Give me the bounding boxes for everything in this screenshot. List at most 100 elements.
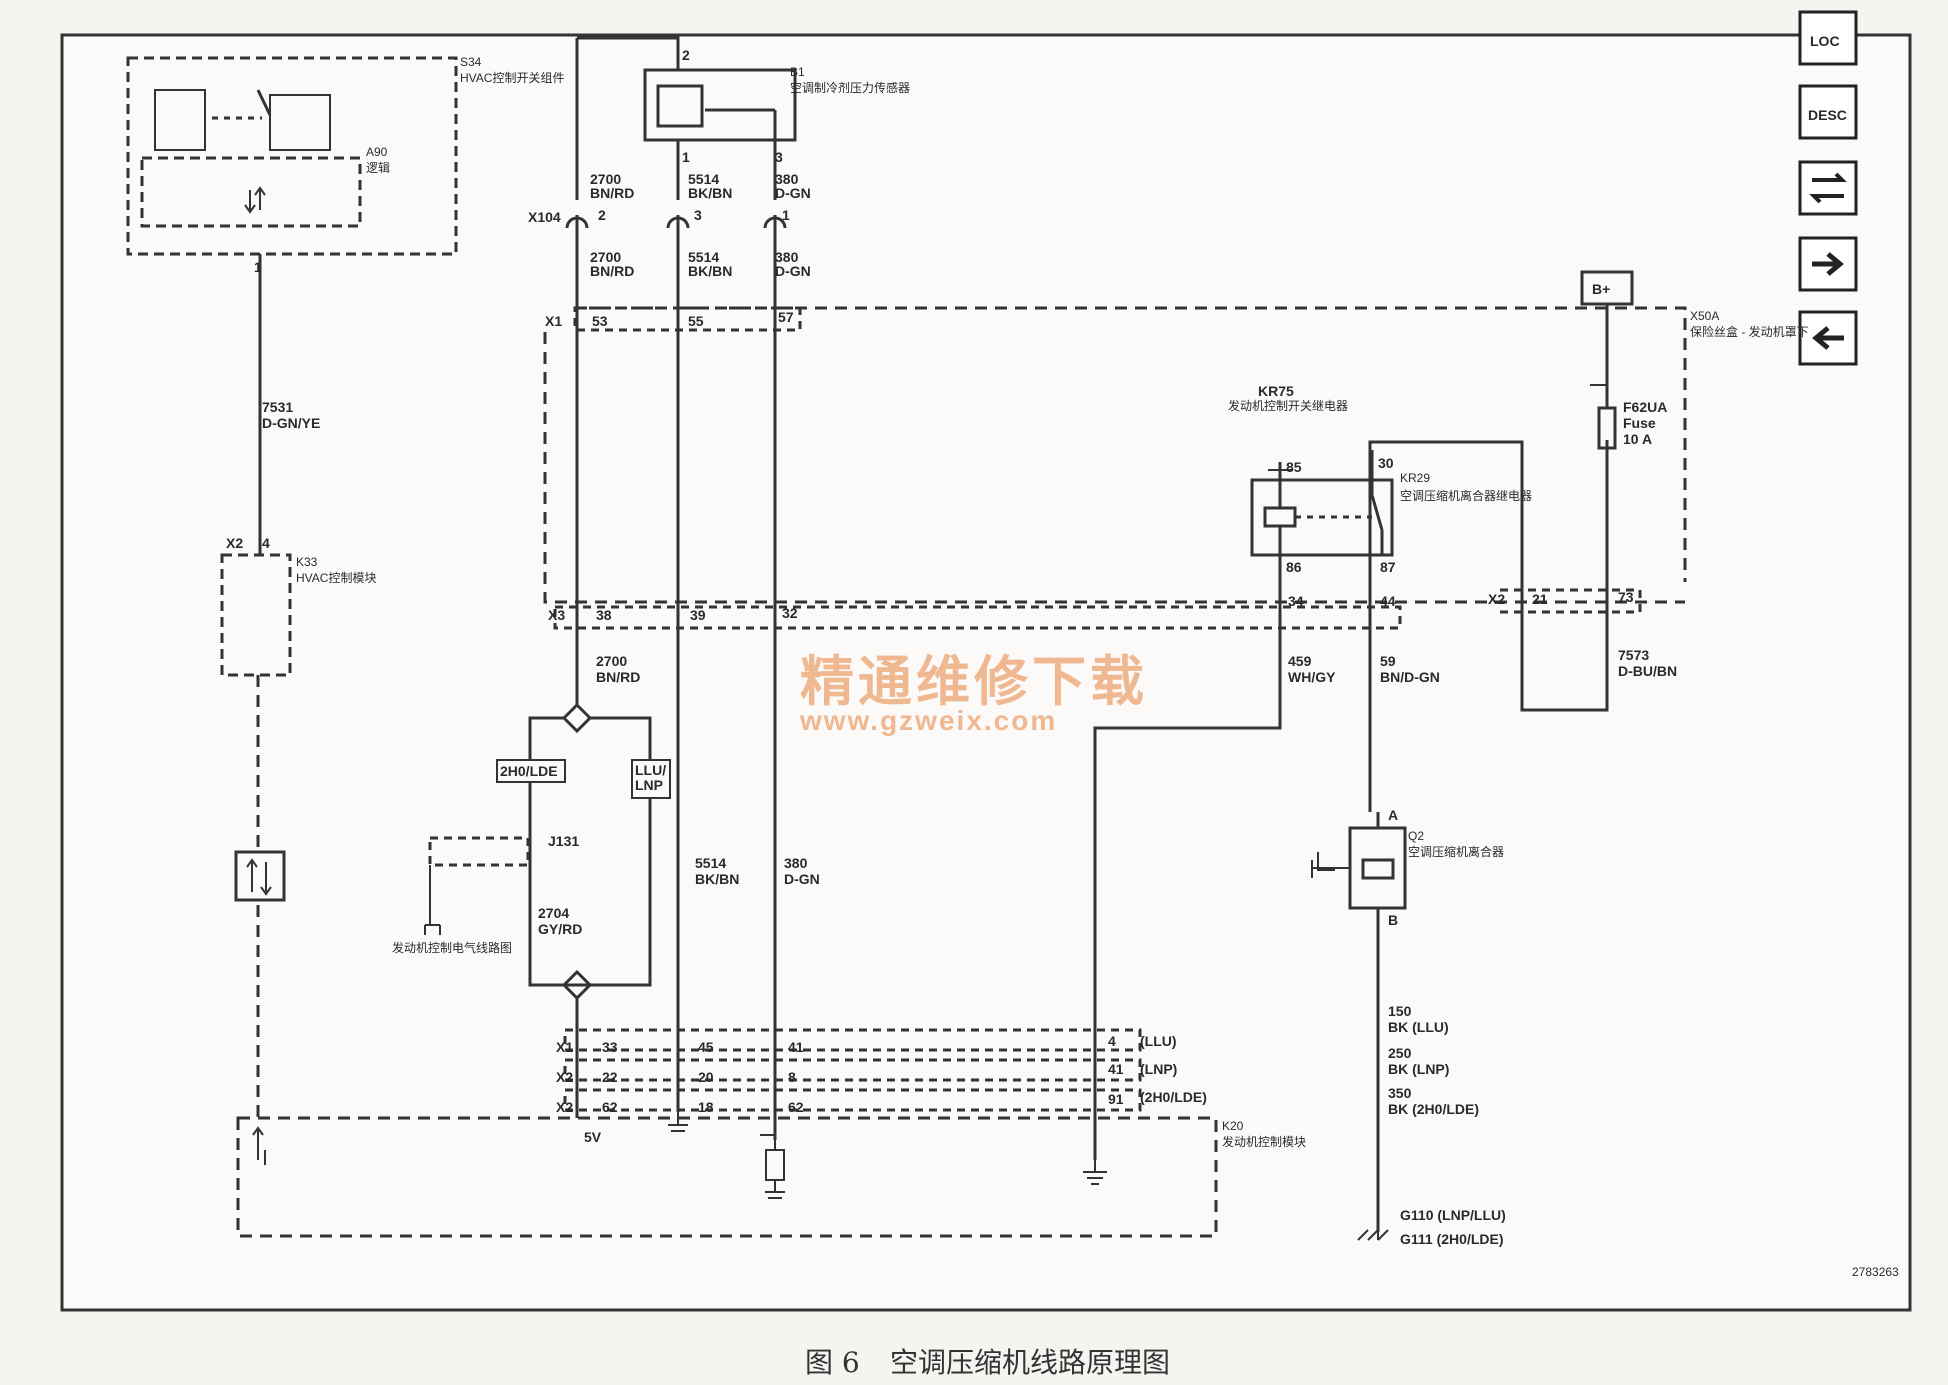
x3-pin-38: 38 bbox=[596, 607, 612, 623]
wire-2700-color-a: BN/RD bbox=[590, 185, 634, 201]
k33-id: K33 bbox=[296, 555, 318, 569]
k20-pin-4: 4 bbox=[1108, 1033, 1116, 1049]
x2-label-top: X2 bbox=[1488, 591, 1505, 607]
q2-name: 空调压缩机离合器 bbox=[1408, 844, 1504, 859]
x50a-name: 保险丝盒 - 发动机罩下 bbox=[1690, 324, 1809, 339]
wire-459-num: 459 bbox=[1288, 653, 1312, 669]
kr75-name: 发动机控制开关继电器 bbox=[1228, 398, 1348, 413]
watermark-cn: 精通维修下载 bbox=[800, 652, 1148, 712]
wire-2700-num-c: 2700 bbox=[596, 653, 627, 669]
x1-label-bottom: X1 bbox=[556, 1039, 573, 1055]
wire-59-num: 59 bbox=[1380, 653, 1396, 669]
variant-lnp-tag: (LNP) bbox=[1140, 1061, 1177, 1077]
wire-2704-color: GY/RD bbox=[538, 921, 582, 937]
wire-380-color-b: D-GN bbox=[775, 263, 811, 279]
desc-label: DESC bbox=[1808, 107, 1847, 123]
s34-box bbox=[126, 56, 458, 256]
wire-380-num-b: 380 bbox=[775, 249, 799, 265]
x104-pin-3: 3 bbox=[694, 207, 702, 223]
x2-label-k33: X2 bbox=[226, 535, 243, 551]
b1-pin-3: 3 bbox=[775, 149, 783, 165]
x1-pin-55: 55 bbox=[688, 313, 704, 329]
kr29-pin-86: 86 bbox=[1286, 559, 1302, 575]
wire-5514-num-a: 5514 bbox=[688, 171, 719, 187]
caption-fig: 图 6 bbox=[805, 1346, 860, 1379]
wire-380-num-a: 380 bbox=[775, 171, 799, 187]
wire-380-num-c: 380 bbox=[784, 855, 808, 871]
g111-label: G111 (2H0/LDE) bbox=[1400, 1231, 1504, 1247]
k33-box bbox=[220, 553, 292, 677]
wire-5514-color-a: BK/BN bbox=[688, 185, 732, 201]
wire-5514-color-c: BK/BN bbox=[695, 871, 739, 887]
x104-pin-1: 1 bbox=[782, 207, 790, 223]
x2-pin-21: 21 bbox=[1532, 591, 1548, 607]
wire-250-color: BK (LNP) bbox=[1388, 1061, 1449, 1077]
wire-7573-num: 7573 bbox=[1618, 647, 1649, 663]
wire-2704-num: 2704 bbox=[538, 905, 569, 921]
a90-name: 逻辑 bbox=[366, 161, 390, 175]
s34-pin: 1 bbox=[254, 259, 262, 275]
k20-pin-8: 8 bbox=[788, 1069, 796, 1085]
x3-label: X3 bbox=[548, 607, 565, 623]
s34-id: S34 bbox=[460, 55, 482, 69]
q2-pin-a: A bbox=[1388, 807, 1398, 823]
x2-label-bottom-a: X2 bbox=[556, 1069, 573, 1085]
variant-llu: LLU/ bbox=[635, 762, 666, 778]
k20-pin-33: 33 bbox=[602, 1039, 618, 1055]
x104-pin-2: 2 bbox=[598, 207, 606, 223]
diagram-frame bbox=[60, 33, 1912, 1312]
swap-icon[interactable] bbox=[1798, 160, 1858, 216]
f62ua-rating: 10 A bbox=[1623, 431, 1652, 447]
hvac-comm-icon bbox=[234, 850, 286, 902]
caption-title: 空调压缩机线路原理图 bbox=[890, 1346, 1170, 1379]
wire-350-color: BK (2H0/LDE) bbox=[1388, 1101, 1479, 1117]
wire-380-color-c: D-GN bbox=[784, 871, 820, 887]
wire-150-color: BK (LLU) bbox=[1388, 1019, 1449, 1035]
wire-5514-color-b: BK/BN bbox=[688, 263, 732, 279]
kr75-pin-85: 85 bbox=[1286, 459, 1302, 475]
wire-150-num: 150 bbox=[1388, 1003, 1412, 1019]
q2-pin-b: B bbox=[1388, 912, 1398, 928]
x50a-id: X50A bbox=[1690, 309, 1719, 323]
kr29-pin-30: 30 bbox=[1378, 455, 1394, 471]
j131-label: J131 bbox=[548, 833, 579, 849]
wire-350-num: 350 bbox=[1388, 1085, 1412, 1101]
k20-pin-22: 22 bbox=[602, 1069, 618, 1085]
nav-panel bbox=[1798, 10, 1858, 366]
wire-459-color: WH/GY bbox=[1288, 669, 1336, 685]
wire-2700-num-a: 2700 bbox=[590, 171, 621, 187]
b1-pin-2: 2 bbox=[682, 47, 690, 63]
wire-2700-num-b: 2700 bbox=[590, 249, 621, 265]
wire-5514-num-c: 5514 bbox=[695, 855, 726, 871]
kr29-id: KR29 bbox=[1400, 471, 1430, 485]
desc-button[interactable] bbox=[1798, 84, 1858, 140]
b1-pin-1: 1 bbox=[682, 149, 690, 165]
wire-2700-color-b: BN/RD bbox=[590, 263, 634, 279]
k20-name: 发动机控制模块 bbox=[1222, 1134, 1306, 1149]
wire-7531-color: D-GN/YE bbox=[262, 415, 320, 431]
x2-label-bottom-b: X2 bbox=[556, 1099, 573, 1115]
k20-box bbox=[236, 1116, 1218, 1238]
k20-pin-18: 18 bbox=[698, 1099, 714, 1115]
variant-llu-tag: (LLU) bbox=[1140, 1033, 1177, 1049]
k20-pin-41b: 41 bbox=[1108, 1061, 1124, 1077]
k20-pin-20: 20 bbox=[698, 1069, 714, 1085]
k20-pin-62b: 62 bbox=[788, 1099, 804, 1115]
k20-pin-45: 45 bbox=[698, 1039, 714, 1055]
wire-380-color-a: D-GN bbox=[775, 185, 811, 201]
wire-5514-num-b: 5514 bbox=[688, 249, 719, 265]
x1-label-top: X1 bbox=[545, 313, 562, 329]
variant-lnp: LNP bbox=[635, 777, 663, 793]
x3-pin-39: 39 bbox=[690, 607, 706, 623]
kr29-name: 空调压缩机离合器继电器 bbox=[1400, 488, 1532, 503]
loc-button[interactable] bbox=[1798, 10, 1858, 66]
s34-name: HVAC控制开关组件 bbox=[460, 71, 564, 85]
q2-id: Q2 bbox=[1408, 829, 1424, 843]
kr29-pin-87: 87 bbox=[1380, 559, 1396, 575]
watermark-url: www.gzweix.com bbox=[799, 705, 1057, 736]
doc-number: 2783263 bbox=[1852, 1265, 1899, 1279]
k20-pin-91: 91 bbox=[1108, 1091, 1124, 1107]
kr75-id: KR75 bbox=[1258, 383, 1294, 399]
k33-name: HVAC控制模块 bbox=[296, 571, 376, 585]
